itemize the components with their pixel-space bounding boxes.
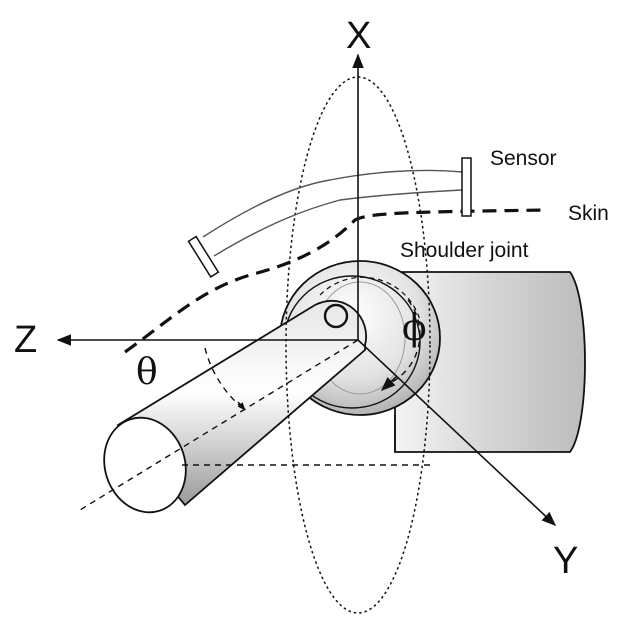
origin-marker: [323, 303, 349, 329]
sensor-strip: [187, 157, 472, 278]
theta-label: θ: [136, 352, 158, 393]
torso-block: [394, 271, 586, 453]
y-axis: [357, 339, 557, 526]
skin-label: Skin: [568, 202, 609, 225]
origin-label: O: [365, 303, 366, 305]
sensor-label: Sensor: [490, 147, 557, 170]
phi-label: ϕ: [402, 308, 427, 349]
axes: [56, 53, 557, 526]
x-axis-label: X: [346, 15, 371, 57]
y-axis-label: Y: [553, 540, 578, 582]
shoulder-joint-label: Shoulder joint: [400, 239, 529, 262]
upper-arm-cylinder: [103, 299, 367, 514]
skin-line: [124, 208, 549, 354]
angle-arrows: [237, 375, 398, 411]
z-axis-label: Z: [14, 319, 37, 361]
rotation-ellipse: [285, 76, 431, 614]
